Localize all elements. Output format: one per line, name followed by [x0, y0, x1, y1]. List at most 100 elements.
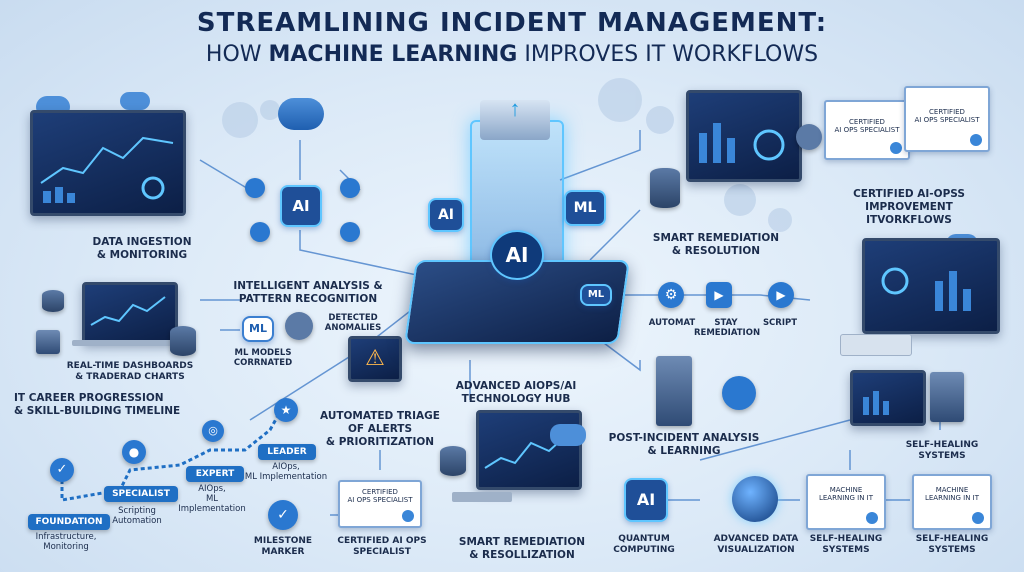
target-pin-icon: ◎: [202, 420, 224, 442]
label-hub: ADVANCED AIOPS/AI TECHNOLOGY HUB: [455, 380, 577, 406]
ai-chip-left: AI: [428, 198, 464, 232]
laptop-chart-icon: [90, 296, 166, 326]
label-post-incident: POST-INCIDENT ANALYSIS & LEARNING: [608, 432, 760, 458]
ml-chip-right: ML: [564, 190, 606, 226]
career-specialist-desc: Scripting Automation: [112, 506, 162, 527]
globe-visualization-icon: [732, 476, 778, 522]
career-specialist-tag: SPECIALIST: [104, 486, 178, 502]
settings-node-icon: [245, 178, 265, 198]
monitor-data-ingestion: [30, 110, 186, 216]
star-pin-icon: ★: [274, 398, 298, 422]
certificate-ml-it-2: MACHINE LEARNING IN IT: [912, 474, 992, 530]
label-adv-data-vis: ADVANCED DATA VISUALIZATION: [713, 534, 799, 555]
certificate-top-1: CERTIFIED AI OPS SPECIALIST: [824, 100, 910, 160]
cert-seal-icon: [970, 134, 982, 146]
label-quantum: QUANTUM COMPUTING: [613, 534, 675, 555]
label-intelligent-analysis: INTELLIGENT ANALYSIS & PATTERN RECOGNITI…: [233, 280, 383, 306]
label-realtime-dashboards: REAL-TIME DASHBOARDS & TRADERAD CHARTS: [66, 361, 194, 382]
career-foundation-desc: Infrastructure, Monitoring: [35, 532, 97, 553]
laptop-base: [72, 340, 182, 346]
label-self-healing-right: SELF-HEALING SYSTEMS: [905, 440, 979, 461]
server-icon: [36, 330, 60, 354]
certificate-top-2: CERTIFIED AI OPS SPECIALIST: [904, 86, 990, 152]
label-smart-remediation-top: SMART REMEDIATION & RESOLUTION: [652, 232, 780, 258]
career-expert-desc: AIOps, ML Implementation: [178, 484, 246, 515]
alert-monitor: ⚠: [348, 336, 402, 382]
line-chart-icon: [40, 136, 174, 203]
label-smart-remediation-bottom: SMART REMEDIATION & RESOLLIZATION: [458, 536, 586, 562]
ai-chip-network: AI: [280, 185, 322, 227]
label-data-ingestion: DATA INGESTION & MONITORING: [92, 236, 192, 262]
person-pin-icon: ●: [122, 440, 146, 464]
neural-net-icon: [285, 312, 313, 340]
monitor-remediation-top: [686, 90, 802, 182]
cert-seal-icon: [972, 512, 984, 524]
database-icon-top-right: [650, 168, 680, 208]
dashboard-icons: [42, 290, 70, 316]
cloud-gear-icon: [278, 98, 324, 130]
label-milestone: MILESTONE MARKER: [253, 536, 313, 557]
ai-brain-center: AI: [490, 230, 544, 280]
label-detected-anomalies: DETECTED ANOMALIES: [324, 313, 382, 334]
label-stay-remediation: STAY REMEDIATION: [694, 318, 761, 339]
play-icon: ▶: [706, 282, 732, 308]
label-certified-aiops: CERTIFIED AI-OPSS IMPROVEMENT ITVORKFLOW…: [853, 188, 965, 227]
database-icon-left: [170, 326, 196, 356]
warning-icon: ⚠: [365, 345, 385, 370]
cert-mlit1-text: MACHINE LEARNING IN IT: [818, 486, 874, 502]
label-certified-specialist: CERTIFIED AI OPS SPECIALIST: [337, 536, 427, 557]
ml-badge: ML: [242, 316, 274, 342]
hub-top-server: ↑: [480, 96, 550, 140]
gear-node-icon: [340, 178, 360, 198]
upload-arrow-icon: ↑: [509, 96, 521, 121]
monitor-self-healing: [850, 370, 926, 426]
keyboard: [452, 492, 512, 502]
label-ml-models: ML MODELS CORRNATED: [233, 348, 293, 369]
self-healing-chart-icon: [863, 391, 889, 415]
remediation-chart-icon: [484, 430, 572, 469]
script-play-icon: ▶: [768, 282, 794, 308]
ml-platform-badge: ML: [580, 284, 612, 306]
monitor-right: [862, 238, 1000, 334]
gears-icon: [796, 124, 822, 150]
cert-top2-text: CERTIFIED AI OPS SPECIALIST: [914, 108, 980, 124]
label-self-healing-2: SELF-HEALING SYSTEMS: [915, 534, 989, 555]
chart-node-icon: [250, 222, 270, 242]
cloud-upload-icon-center: [550, 424, 586, 446]
remediation-top-chart-icon: [699, 123, 785, 163]
monitor-smart-remediation: [476, 410, 582, 490]
upload-cloud-icon: [120, 92, 150, 110]
keyboard-right: [840, 334, 912, 356]
cert-bottom-text: CERTIFIED AI OPS SPECIALIST: [347, 488, 413, 504]
cert-top1-text: CERTIFIED AI OPS SPECIALIST: [834, 118, 900, 134]
label-script: SCRIPT: [762, 318, 798, 328]
gears-icon-post: [722, 376, 756, 410]
server-stack-icon: [656, 356, 692, 426]
cert-seal-icon: [866, 512, 878, 524]
cert-seal-icon: [890, 142, 902, 154]
server-icon-right: [930, 372, 964, 422]
career-expert-tag: EXPERT: [186, 466, 244, 482]
label-self-healing-1: SELF-HEALING SYSTEMS: [809, 534, 883, 555]
ai-quantum-chip: AI: [624, 478, 668, 522]
laptop-screen: [82, 282, 178, 344]
label-automat: AUTOMAT: [648, 318, 696, 328]
cert-mlit2-text: MACHINE LEARNING IN IT: [924, 486, 980, 502]
career-foundation-tag: FOUNDATION: [28, 514, 110, 530]
certificate-ml-it-1: MACHINE LEARNING IN IT: [806, 474, 886, 530]
database-node-icon: [340, 222, 360, 242]
page-subtitle: HOW MACHINE LEARNING IMPROVES IT WORKFLO…: [205, 42, 819, 67]
milestone-badge-icon: ✓: [268, 500, 298, 530]
career-leader-tag: LEADER: [258, 444, 316, 460]
automat-gear-icon: ⚙: [658, 282, 684, 308]
label-career-progression: IT CAREER PROGRESSION & SKILL-BUILDING T…: [14, 392, 181, 418]
checkmark-pin-icon: ✓: [50, 458, 74, 482]
page-title: STREAMLINING INCIDENT MANAGEMENT:: [196, 8, 828, 38]
label-automated-triage: AUTOMATED TRIAGE OF ALERTS & PRIORITIZAT…: [320, 410, 440, 449]
database-icon-center: [440, 446, 466, 476]
career-leader-desc: AIOps, ML Implementation: [244, 462, 328, 483]
right-monitor-chart-icon: [881, 267, 971, 311]
certificate-ai-ops-bottom: CERTIFIED AI OPS SPECIALIST: [338, 480, 422, 528]
cert-seal-icon: [402, 510, 414, 522]
